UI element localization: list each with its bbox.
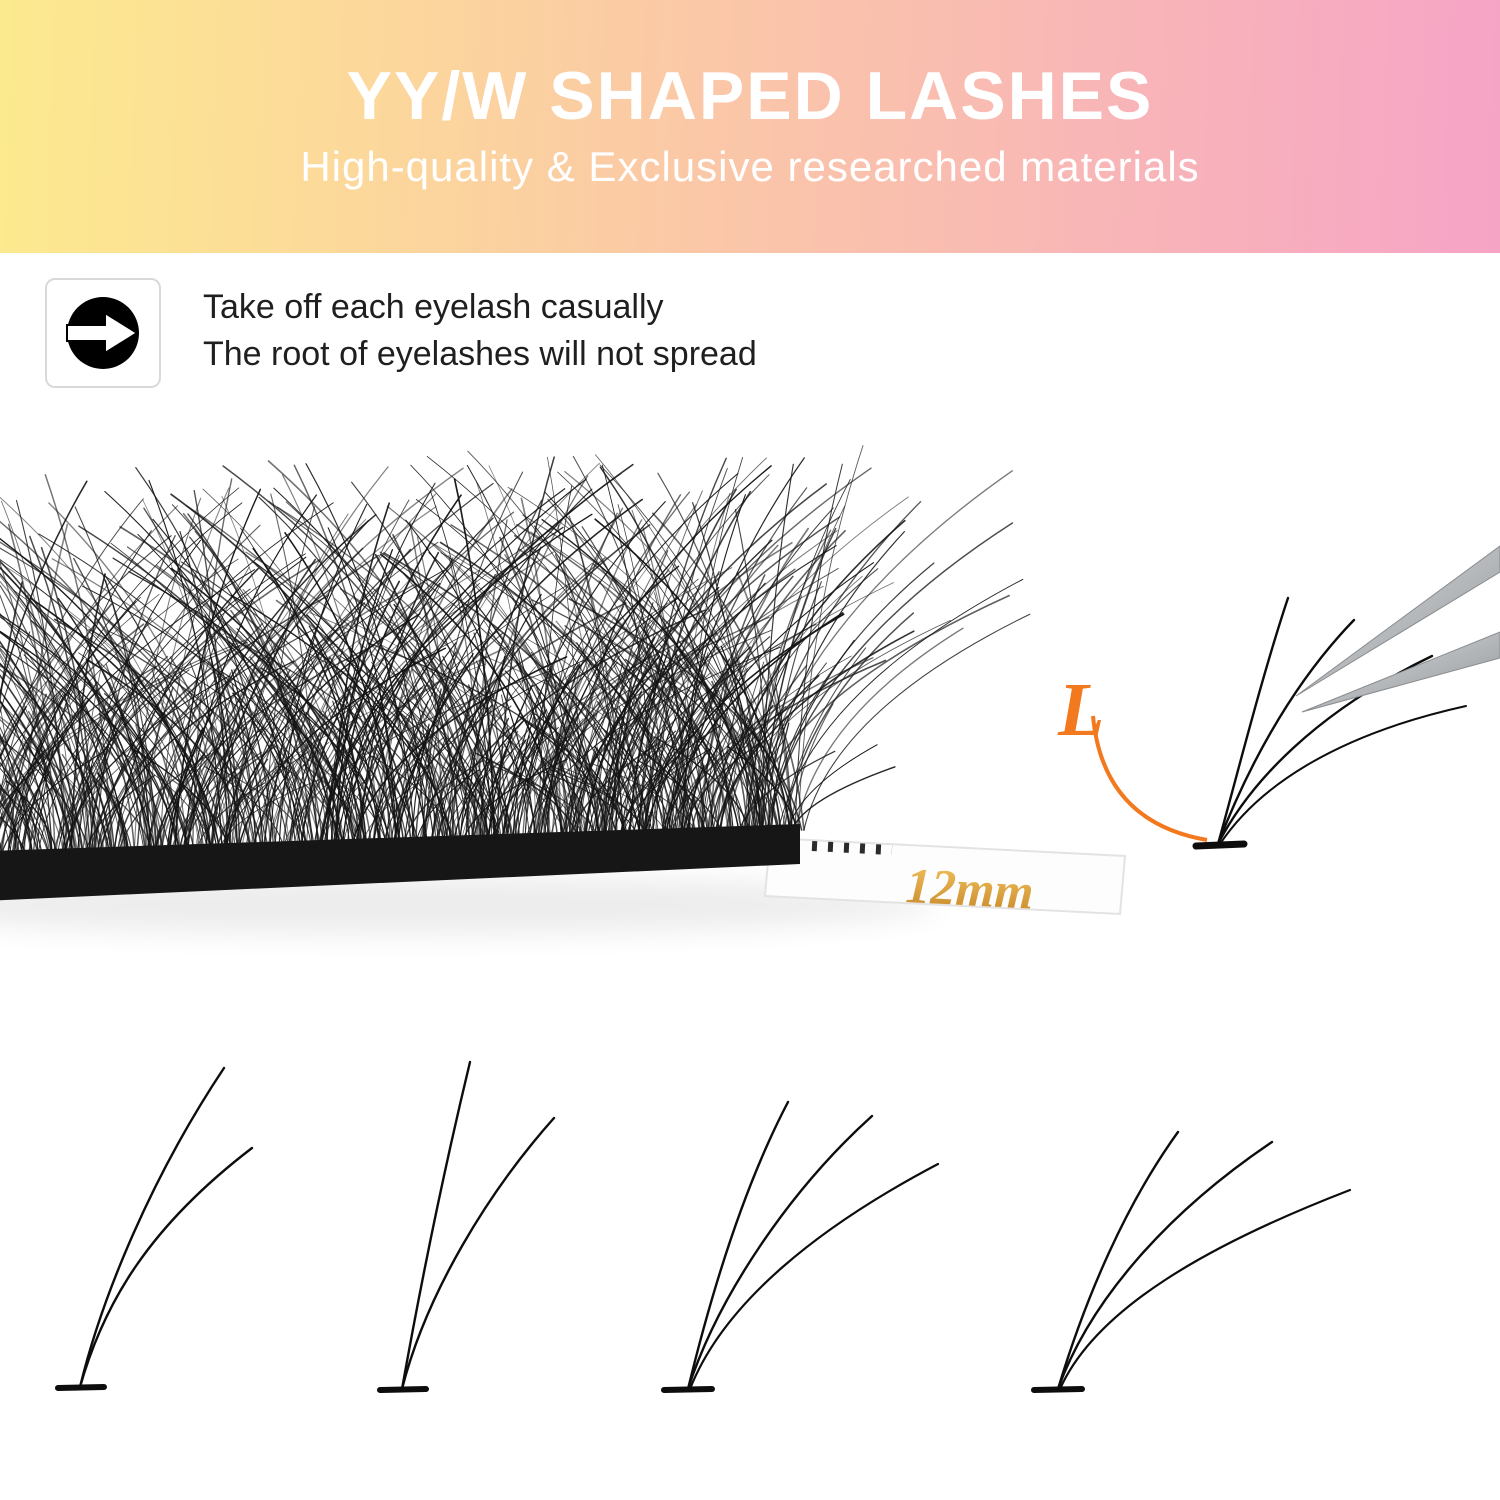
- curl-letter: L: [1057, 668, 1104, 752]
- curl-angle-arc: [1091, 715, 1208, 842]
- banner-title: YY/W SHAPED LASHES: [346, 58, 1154, 135]
- tape-length-label: 12mm: [904, 857, 1035, 920]
- lash-fan-1: [55, 1066, 254, 1391]
- lash-fan-2: [377, 1060, 556, 1393]
- banner-subtitle: High-quality & Exclusive researched mate…: [300, 143, 1200, 191]
- picked-lash-fan: [1192, 596, 1467, 850]
- tape-strip: [763, 836, 1127, 916]
- arrow-right-circle-icon: [45, 278, 161, 388]
- tray-shadow: [0, 875, 940, 935]
- feature-text: Take off each eyelash casually The root …: [203, 278, 757, 378]
- feature-line-1: Take off each eyelash casually: [203, 288, 664, 326]
- lash-fan-3: [661, 1100, 940, 1393]
- feature-line-2: The root of eyelashes will not spread: [203, 335, 757, 373]
- banner: YY/W SHAPED LASHES High-quality & Exclus…: [0, 0, 1500, 253]
- lash-fan-4: [1031, 1130, 1352, 1393]
- tweezers: [1295, 545, 1500, 713]
- arrow-right-circle-icon-svg: [66, 297, 139, 369]
- feature-row: Take off each eyelash casually The root …: [45, 278, 757, 388]
- tape-tick-marks: [811, 841, 893, 855]
- lash-strip: [0, 824, 800, 901]
- lash-mass: [0, 445, 1031, 858]
